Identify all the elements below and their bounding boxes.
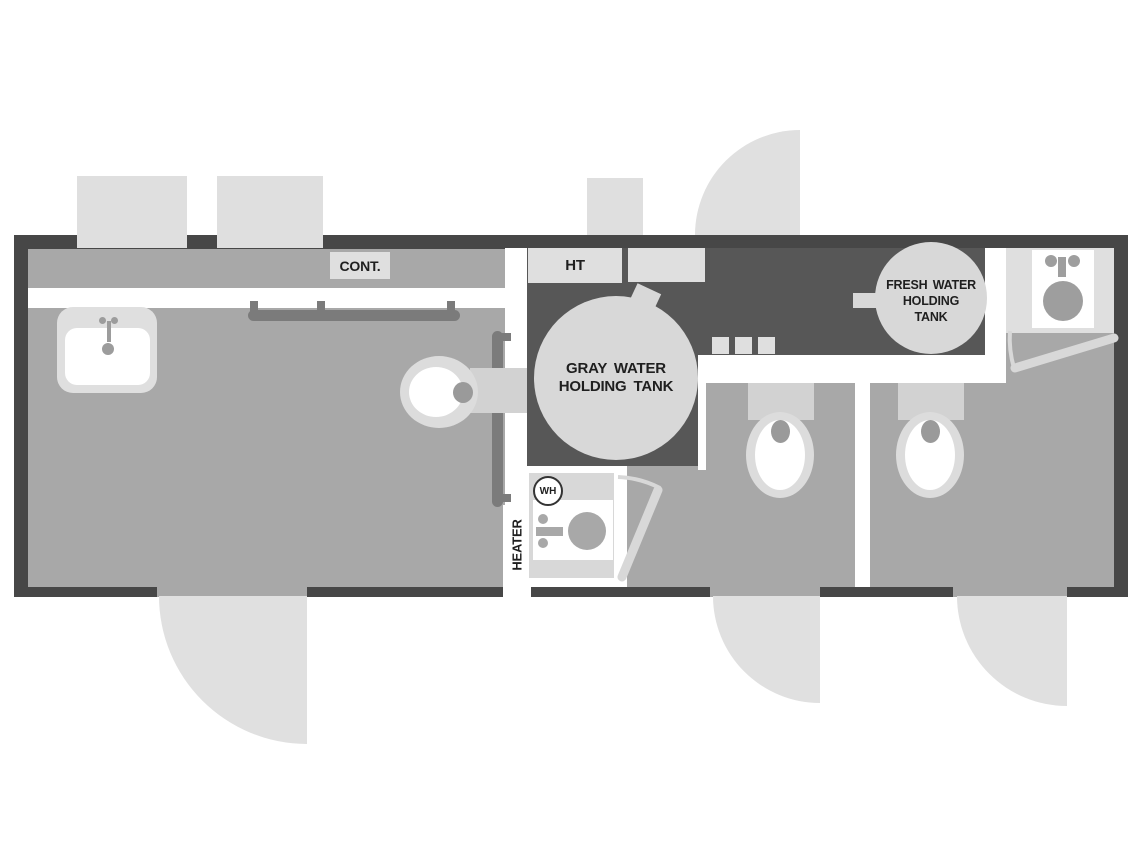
stall-divider — [855, 383, 870, 587]
heater-label: HEATER — [509, 519, 525, 571]
left-wall — [14, 235, 28, 597]
grab-bar-horizontal-stub-3 — [447, 301, 455, 313]
gray-water-tank: GRAY WATER HOLDING TANK — [534, 296, 698, 460]
utility-shelf-unit — [628, 248, 705, 282]
fresh-water-tank-notch — [853, 293, 877, 308]
grab-bar-horizontal — [248, 310, 460, 321]
sink-left-faucet-dot-2 — [111, 317, 118, 324]
sink-left-faucet-stem — [107, 321, 111, 342]
door-opening-right — [953, 587, 1067, 597]
fresh-water-tank-label-line2: HOLDING — [902, 294, 960, 308]
wh-sink-dot-2 — [538, 538, 548, 548]
grab-bar-horizontal-stub-1 — [250, 301, 258, 313]
corner-sink-bowl — [1043, 281, 1083, 321]
sink-left-drain — [102, 343, 114, 355]
supply-box-2 — [735, 337, 752, 354]
supply-box-1 — [712, 337, 729, 354]
wh-sink-bowl — [568, 512, 606, 550]
wh-sink-ledge — [536, 527, 563, 536]
grab-bar-vertical-stub-2 — [499, 494, 511, 502]
fresh-water-tank: FRESH WATER HOLDING TANK — [875, 242, 987, 354]
toilet-3-flush — [921, 420, 940, 443]
ht-unit: HT — [528, 248, 622, 283]
corner-sink-dot-1 — [1045, 255, 1057, 267]
grab-bar-vertical — [492, 331, 503, 507]
wh-label: WH — [539, 485, 557, 497]
cont-label: CONT. — [339, 257, 381, 274]
toilet-1-flush — [453, 382, 473, 403]
water-heater-badge: WH — [533, 476, 563, 506]
door-swing-bottom-middle-icon — [713, 596, 820, 703]
stall-partition-left — [698, 383, 706, 470]
door-swing-bottom-right-icon — [957, 596, 1067, 706]
wh-sink-dot-1 — [538, 514, 548, 524]
toilet-1-tank — [470, 368, 527, 413]
exterior-step-2 — [217, 176, 323, 248]
exterior-step-3 — [587, 178, 643, 235]
utility-end-wall — [985, 248, 1006, 383]
door-opening-left — [157, 587, 307, 597]
fresh-water-tank-label-line1: FRESH WATER — [886, 278, 976, 292]
sink-left-faucet-dot-1 — [99, 317, 106, 324]
gray-water-tank-label-line1: GRAY WATER — [566, 360, 666, 377]
corner-sink-faucet-stem — [1058, 257, 1066, 277]
ht-label: HT — [565, 257, 585, 274]
door-swing-bottom-left-icon — [159, 596, 307, 744]
grab-bar-horizontal-stub-2 — [317, 301, 325, 313]
supply-box-3 — [758, 337, 775, 354]
door-swing-top-icon — [695, 130, 800, 235]
fresh-water-tank-label-line3: TANK — [914, 310, 948, 324]
toilet-2-flush — [771, 420, 790, 443]
counter-wall — [28, 288, 527, 308]
right-wall — [1114, 235, 1128, 597]
heater-unit — [503, 505, 531, 597]
cont-label-box: CONT. — [330, 252, 390, 279]
gray-water-tank-label-line2: HOLDING TANK — [558, 378, 674, 395]
corner-sink-dot-2 — [1068, 255, 1080, 267]
exterior-step-1 — [77, 176, 187, 248]
door-opening-middle — [710, 587, 820, 597]
grab-bar-vertical-stub-1 — [499, 333, 511, 341]
corridor-wall — [698, 355, 1006, 383]
bottom-wall — [14, 587, 1128, 597]
